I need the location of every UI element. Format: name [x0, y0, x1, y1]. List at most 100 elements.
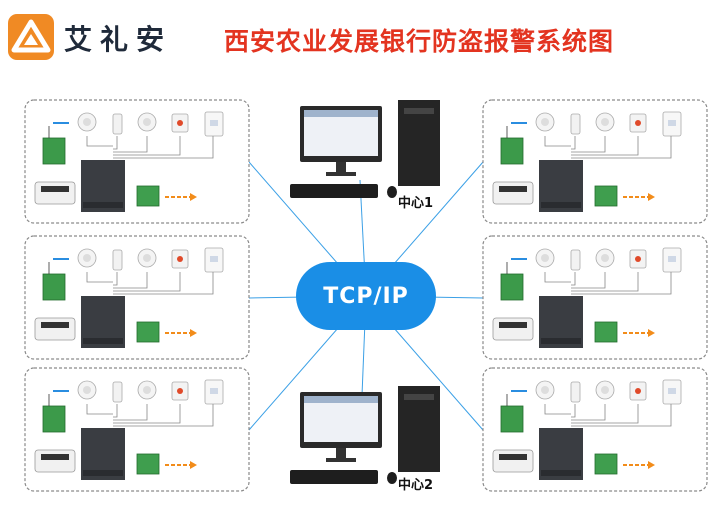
keyboard-icon: [290, 470, 378, 484]
detector-icon: [77, 248, 97, 268]
wire: [86, 136, 113, 147]
pc-tower-icon: [398, 386, 440, 472]
site-6: [482, 367, 708, 492]
output-arrow-head: [648, 193, 655, 201]
network-module-icon: [500, 137, 524, 165]
detector-icon: [595, 112, 615, 132]
output-arrow-head: [648, 461, 655, 469]
detector-icon: [77, 380, 97, 400]
wire: [113, 136, 214, 159]
wire: [113, 272, 214, 295]
center-2-label: 中心2: [398, 478, 434, 493]
wire: [113, 136, 118, 150]
detector-icon: [137, 248, 157, 268]
wire: [86, 272, 113, 283]
detector-icon: [171, 249, 189, 269]
output-arrow-head: [190, 329, 197, 337]
keypad-icon: [492, 181, 534, 205]
relay-board-icon: [594, 321, 618, 343]
wire: [571, 404, 576, 418]
site-4: [482, 99, 708, 224]
keypad-icon: [34, 317, 76, 341]
sites: [24, 99, 708, 492]
wire: [571, 404, 606, 421]
wire: [86, 404, 113, 415]
wire: [571, 136, 576, 150]
site-1: [24, 99, 250, 224]
detector-icon: [112, 381, 123, 403]
detector-icon: [171, 113, 189, 133]
wire: [571, 136, 639, 156]
pc-tower-icon: [398, 100, 440, 186]
keyboard-icon: [290, 184, 378, 198]
relay-board-icon: [136, 321, 160, 343]
relay-board-icon: [136, 453, 160, 475]
detector-icon: [535, 112, 555, 132]
detector-icon: [662, 247, 682, 273]
hub-label: TCP/IP: [323, 283, 409, 309]
output-arrow-head: [648, 329, 655, 337]
wire: [113, 404, 148, 421]
wire: [571, 272, 639, 292]
detector-icon: [112, 113, 123, 135]
network-module-icon: [42, 405, 66, 433]
header: 艾礼安 西安农业发展银行防盗报警系统图: [0, 0, 724, 74]
detector-icon: [595, 380, 615, 400]
center-1-label: 中心1: [398, 196, 434, 211]
detector-icon: [77, 112, 97, 132]
centers: [290, 100, 440, 484]
detector-icon: [595, 248, 615, 268]
detector-icon: [662, 379, 682, 405]
brand-logo-icon: [8, 14, 54, 60]
wire: [571, 404, 672, 427]
detector-icon: [171, 381, 189, 401]
detector-icon: [629, 249, 647, 269]
wire: [113, 404, 181, 424]
detector-icon: [112, 249, 123, 271]
wire: [113, 404, 214, 427]
wire: [571, 272, 606, 289]
wire: [113, 404, 118, 418]
page-title: 西安农业发展银行防盗报警系统图: [224, 27, 615, 56]
keypad-icon: [34, 181, 76, 205]
detector-icon: [204, 111, 224, 137]
center-1-workstation: [290, 100, 440, 198]
tcpip-hub: TCP/IP: [296, 262, 436, 330]
detector-icon: [137, 380, 157, 400]
output-arrow-head: [190, 461, 197, 469]
site-3: [24, 367, 250, 492]
detector-icon: [535, 380, 555, 400]
detector-icon: [570, 113, 581, 135]
wire: [544, 404, 571, 415]
relay-board-icon: [594, 185, 618, 207]
keypad-icon: [492, 317, 534, 341]
wire: [571, 136, 672, 159]
wire: [113, 272, 181, 292]
wire: [113, 136, 181, 156]
detector-icon: [204, 379, 224, 405]
network-module-icon: [500, 405, 524, 433]
site-2: [24, 235, 250, 360]
detector-icon: [535, 248, 555, 268]
wire: [113, 272, 148, 289]
relay-board-icon: [136, 185, 160, 207]
detector-icon: [570, 249, 581, 271]
relay-board-icon: [594, 453, 618, 475]
mouse-icon: [387, 472, 397, 484]
wire: [571, 404, 639, 424]
wire: [571, 272, 576, 286]
wire: [544, 272, 571, 283]
detector-icon: [629, 113, 647, 133]
wire: [571, 136, 606, 153]
network-module-icon: [42, 273, 66, 301]
detector-icon: [570, 381, 581, 403]
site-5: [482, 235, 708, 360]
detector-icon: [204, 247, 224, 273]
mouse-icon: [387, 186, 397, 198]
network-module-icon: [500, 273, 524, 301]
wire: [544, 136, 571, 147]
detector-icon: [137, 112, 157, 132]
wire: [571, 272, 672, 295]
output-arrow-head: [190, 193, 197, 201]
